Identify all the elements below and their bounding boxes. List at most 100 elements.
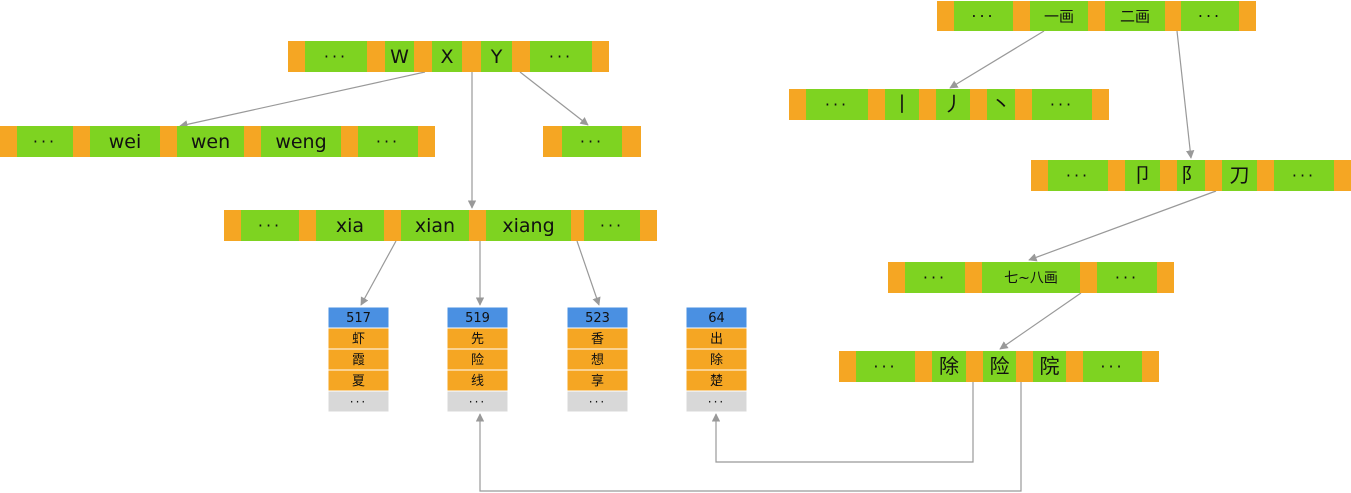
key-label: 丿 [943, 92, 963, 116]
page-entry: 夏 [352, 374, 365, 389]
key-cell [982, 262, 1080, 293]
key-ellipsis: ··· [1066, 166, 1090, 185]
key-cell-more [241, 210, 299, 241]
page-entry: 霞 [352, 353, 365, 368]
key-cell [481, 41, 512, 72]
key-cell-more [358, 126, 418, 157]
page-more: ··· [708, 395, 725, 409]
edge-xian-to-page-519 [475, 382, 1022, 492]
key-cell-more [856, 351, 915, 382]
key-ellipsis: ··· [376, 132, 400, 151]
key-cell [936, 89, 970, 120]
key-cell [1125, 160, 1160, 191]
key-cell-more [1083, 351, 1142, 382]
page-number: 64 [708, 311, 725, 326]
page-more: ··· [589, 395, 606, 409]
key-cell [1177, 160, 1205, 191]
page-entry: 先 [471, 332, 484, 347]
edge-yihua-to-radical-1 [949, 30, 1045, 89]
index-node-pinyin-w: ··· wei wen weng ··· [0, 126, 435, 157]
page-number: 517 [346, 311, 371, 326]
page-more: ··· [350, 395, 367, 409]
key-cell-more [954, 1, 1013, 31]
page-entry: 虾 [352, 332, 365, 347]
page-517: 517 虾霞夏 ··· [327, 306, 390, 413]
page-entry: 出 [710, 332, 723, 347]
key-label: 二画 [1120, 8, 1150, 26]
key-cell [401, 210, 469, 241]
key-cell [1033, 351, 1066, 382]
key-label: 七~八画 [1004, 271, 1058, 287]
page-more-cell [685, 390, 748, 413]
key-cell-more [806, 89, 868, 120]
key-cell-more [1032, 89, 1092, 120]
page-more-cell [566, 390, 629, 413]
key-cell [885, 89, 919, 120]
key-ellipsis: ··· [971, 7, 995, 26]
key-ellipsis: ··· [258, 216, 282, 235]
key-ellipsis: ··· [1115, 268, 1139, 287]
key-cell [177, 126, 244, 157]
index-node-radical-1: ··· 丨 丿 丶 ··· [789, 89, 1109, 120]
page-entry: 享 [591, 373, 604, 389]
key-cell [932, 351, 966, 382]
key-cell [261, 126, 341, 157]
key-cell [432, 41, 462, 72]
key-label: 阝 [1181, 163, 1201, 187]
page-entry: 想 [591, 352, 604, 368]
key-cell-more [305, 41, 367, 72]
index-node-pinyin-y: ··· [543, 126, 641, 157]
key-cell [316, 210, 384, 241]
key-label: W [390, 46, 409, 68]
key-label: 一画 [1044, 8, 1074, 26]
edges [179, 30, 1217, 492]
page-number: 523 [585, 311, 610, 326]
key-ellipsis: ··· [33, 132, 57, 151]
key-cell [385, 41, 414, 72]
edge-range-to-char-leaf [999, 292, 1082, 350]
edge-chu-to-page-64 [711, 382, 974, 463]
key-label: 险 [990, 354, 1010, 378]
key-label: xian [415, 215, 455, 237]
key-cell-more [562, 126, 622, 157]
index-node-radical-2: ···卩阝刀··· [1031, 160, 1351, 191]
key-cell [486, 210, 571, 241]
key-label: X [440, 46, 453, 68]
key-label: wen [191, 131, 230, 153]
key-cell-more [17, 126, 73, 157]
key-ellipsis: ··· [324, 47, 348, 66]
page-entry: 险 [471, 353, 484, 368]
key-ellipsis: ··· [873, 357, 897, 376]
key-ellipsis: ··· [1050, 95, 1074, 114]
key-label: wei [109, 131, 142, 153]
key-cell [1105, 1, 1165, 31]
key-ellipsis: ··· [600, 216, 624, 235]
page-more: ··· [469, 395, 486, 409]
key-label: xiang [502, 215, 554, 237]
page-entry: 香 [591, 332, 604, 347]
key-ellipsis: ··· [1292, 166, 1316, 185]
key-cell [1030, 1, 1088, 31]
key-label: 丶 [991, 92, 1011, 116]
edge-xia-to-517 [360, 240, 397, 306]
key-cell-more [1097, 262, 1157, 293]
key-label: weng [275, 131, 326, 153]
edge-w-to-pinyin-w [179, 71, 426, 129]
key-ellipsis: ··· [825, 95, 849, 114]
page-more-cell [446, 390, 509, 413]
key-label: 卩 [1133, 163, 1153, 187]
key-cell-more [1274, 160, 1334, 191]
key-cell [90, 126, 160, 157]
key-ellipsis: ··· [1100, 357, 1124, 376]
key-ellipsis: ··· [549, 47, 573, 66]
key-cell-more [905, 262, 965, 293]
key-label: 丨 [892, 92, 912, 116]
key-cell [983, 351, 1016, 382]
page-number: 519 [465, 311, 490, 326]
